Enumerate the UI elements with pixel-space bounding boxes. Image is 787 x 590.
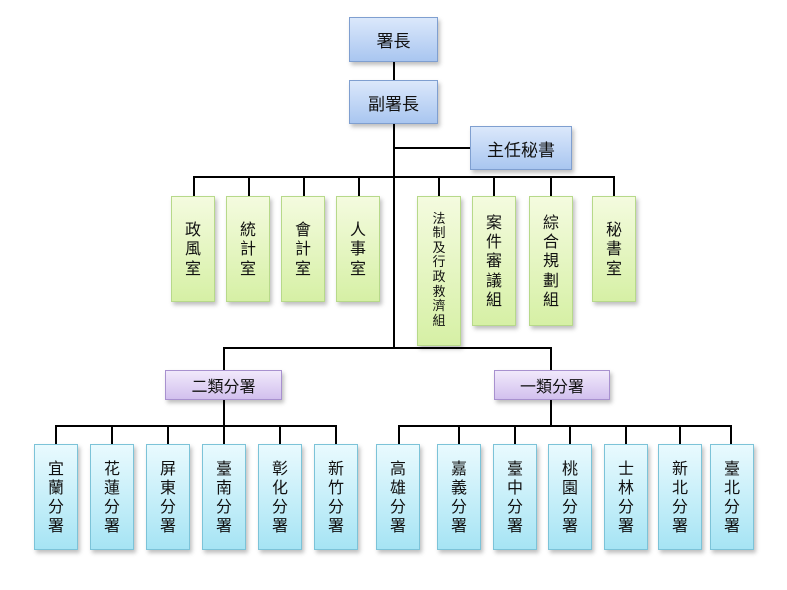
connector-line (223, 347, 225, 370)
branch-office-box: 新竹分署 (314, 444, 358, 550)
director-label: 署長 (376, 32, 411, 52)
connector-line (393, 124, 395, 348)
branch-office-box: 屏東分署 (146, 444, 190, 550)
connector-line (730, 425, 732, 444)
staff-unit-box: 統計室 (226, 196, 270, 302)
connector-line (550, 176, 552, 196)
connector-line (393, 62, 395, 80)
connector-line (279, 425, 281, 444)
connector-line (223, 347, 552, 349)
branch-office-label: 臺中分署 (506, 458, 523, 536)
branch-office-label: 花蓮分署 (103, 458, 120, 536)
deputy-director-box: 副署長 (349, 80, 438, 124)
director-box: 署長 (349, 17, 438, 62)
connector-line (569, 425, 571, 444)
connector-line (55, 425, 57, 444)
branch-office-box: 花蓮分署 (90, 444, 134, 550)
staff-unit-box: 會計室 (281, 196, 325, 302)
branch-office-box: 臺南分署 (202, 444, 246, 550)
branch-office-label: 高雄分署 (389, 458, 406, 536)
branch-office-box: 臺北分署 (710, 444, 754, 550)
class2-branches-label: 二類分署 (191, 377, 256, 396)
staff-unit-label: 綜合規劃組 (542, 213, 559, 309)
connector-line (514, 425, 516, 444)
branch-office-box: 高雄分署 (376, 444, 420, 550)
connector-line (393, 147, 470, 149)
deputy-director-label: 副署長 (368, 94, 419, 115)
branch-office-box: 桃園分署 (548, 444, 592, 550)
branch-office-label: 士林分署 (617, 458, 634, 536)
staff-unit-box: 人事室 (336, 196, 380, 302)
connector-line (167, 425, 169, 444)
branch-office-box: 嘉義分署 (437, 444, 481, 550)
connector-line (398, 425, 732, 427)
connector-line (550, 347, 552, 370)
branch-office-label: 宜蘭分署 (47, 458, 64, 536)
branch-office-label: 新北分署 (671, 458, 688, 536)
connector-line (223, 400, 225, 426)
connector-line (193, 176, 615, 178)
staff-unit-label: 案件審議組 (485, 213, 502, 309)
class2-branches-header: 二類分署 (165, 370, 282, 400)
connector-line (438, 176, 440, 196)
branch-office-box: 臺中分署 (493, 444, 537, 550)
connector-line (55, 425, 337, 427)
branch-office-label: 桃園分署 (561, 458, 578, 536)
branch-office-box: 士林分署 (604, 444, 648, 550)
connector-line (613, 176, 615, 196)
staff-unit-label: 法制及行政救濟組 (432, 211, 446, 329)
staff-unit-label: 人事室 (349, 220, 366, 278)
branch-office-box: 新北分署 (658, 444, 702, 550)
connector-line (223, 425, 225, 444)
connector-line (248, 176, 250, 196)
branch-office-label: 新竹分署 (327, 458, 344, 536)
staff-unit-box: 秘書室 (592, 196, 636, 302)
connector-line (358, 176, 360, 196)
branch-office-box: 彰化分署 (258, 444, 302, 550)
connector-line (193, 176, 195, 196)
staff-unit-label: 政風室 (184, 220, 201, 278)
branch-office-label: 嘉義分署 (450, 458, 467, 536)
staff-unit-label: 會計室 (294, 220, 311, 278)
connector-line (458, 425, 460, 444)
branch-office-label: 臺北分署 (723, 458, 740, 536)
class1-branches-header: 一類分署 (494, 370, 610, 400)
connector-line (493, 176, 495, 196)
connector-line (398, 425, 400, 444)
branch-office-label: 臺南分署 (215, 458, 232, 536)
staff-unit-label: 秘書室 (605, 220, 622, 278)
secretary-general-label: 主任秘書 (487, 140, 555, 161)
staff-unit-label: 統計室 (239, 220, 256, 278)
staff-unit-box: 法制及行政救濟組 (417, 196, 461, 346)
branch-office-label: 屏東分署 (159, 458, 176, 536)
connector-line (111, 425, 113, 444)
connector-line (550, 400, 552, 426)
branch-office-box: 宜蘭分署 (34, 444, 78, 550)
connector-line (625, 425, 627, 444)
branch-office-label: 彰化分署 (271, 458, 288, 536)
connector-line (679, 425, 681, 444)
connector-line (303, 176, 305, 196)
staff-unit-box: 案件審議組 (472, 196, 516, 326)
staff-unit-box: 政風室 (171, 196, 215, 302)
staff-unit-box: 綜合規劃組 (529, 196, 573, 326)
secretary-general-box: 主任秘書 (470, 126, 572, 170)
connector-line (335, 425, 337, 444)
class1-branches-label: 一類分署 (519, 377, 584, 396)
